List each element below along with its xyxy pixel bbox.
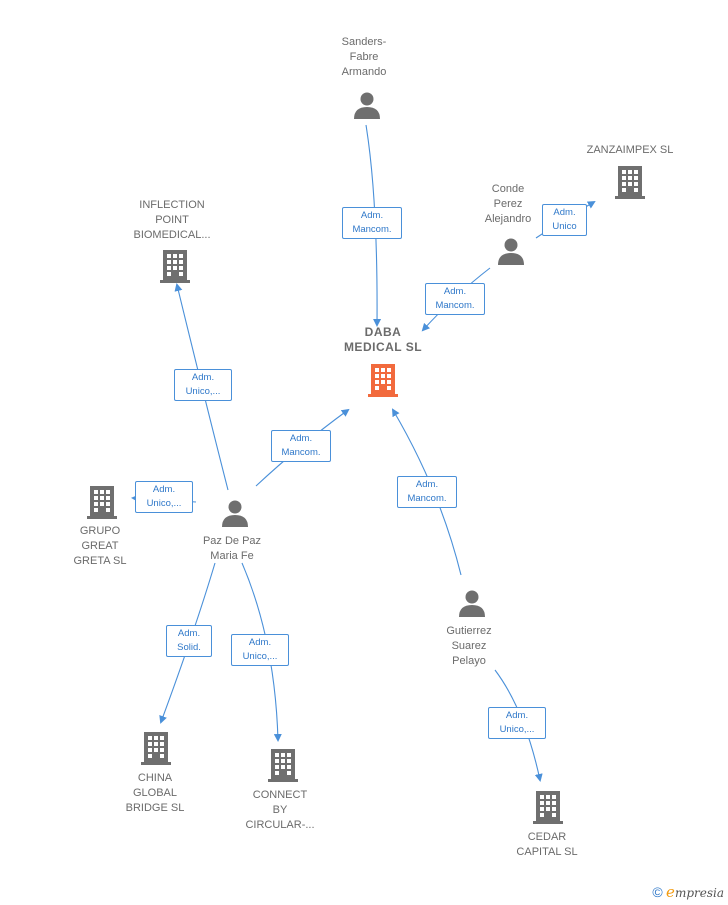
edge-label-paz-connect[interactable]: Adm. Unico,...: [231, 634, 289, 666]
node-label: INFLECTION POINT BIOMEDICAL...: [133, 199, 211, 241]
edge-label-conde-daba[interactable]: Adm. Mancom.: [425, 283, 485, 315]
node-inflection-point[interactable]: INFLECTION POINT BIOMEDICAL...: [112, 198, 232, 243]
building-icon: [615, 166, 645, 199]
person-icon: [222, 500, 248, 527]
building-icon: [160, 250, 190, 283]
edge-label-gutierrez-daba[interactable]: Adm. Mancom.: [397, 476, 457, 508]
node-grupo-great-greta[interactable]: GRUPO GREAT GRETA SL: [55, 524, 145, 569]
edge-label-paz-inflection[interactable]: Adm. Unico,...: [174, 369, 232, 401]
brand-footer: © empresia: [652, 883, 724, 901]
node-label: DABA MEDICAL SL: [343, 325, 423, 354]
node-zanzaimpex[interactable]: ZANZAIMPEX SL: [570, 143, 690, 158]
edge-label-paz-grupo[interactable]: Adm. Unico,...: [135, 481, 193, 513]
node-connect-by-circular[interactable]: CONNECT BY CIRCULAR-...: [230, 788, 330, 833]
edge-label-paz-daba[interactable]: Adm. Mancom.: [271, 430, 331, 462]
edge-label-conde-zanzaimpex[interactable]: Adm. Unico: [542, 204, 587, 236]
node-label: Sanders- Fabre Armando: [341, 36, 387, 78]
person-icon: [498, 238, 524, 265]
node-daba-medical[interactable]: DABA MEDICAL SL: [323, 325, 443, 355]
building-icon: [87, 486, 117, 519]
edge-label-sanders-daba[interactable]: Adm. Mancom.: [342, 207, 402, 239]
empresia-logo: empresia: [666, 883, 724, 901]
node-paz-de-paz-maria-fe[interactable]: Paz De Paz Maria Fe: [182, 534, 282, 564]
person-icon: [459, 590, 485, 617]
node-sanders-fabre-armando[interactable]: Sanders- Fabre Armando: [314, 35, 414, 80]
node-label: Paz De Paz Maria Fe: [202, 535, 262, 562]
building-icon: [268, 749, 298, 782]
node-cedar-capital[interactable]: CEDAR CAPITAL SL: [497, 830, 597, 860]
copyright-icon: ©: [652, 884, 663, 900]
node-china-global-bridge[interactable]: CHINA GLOBAL BRIDGE SL: [110, 771, 200, 816]
node-conde-perez-alejandro[interactable]: Conde Perez Alejandro: [463, 182, 553, 227]
node-label: CEDAR CAPITAL SL: [516, 831, 578, 858]
person-icon: [354, 92, 380, 119]
edge-label-gutierrez-cedar[interactable]: Adm. Unico,...: [488, 707, 546, 739]
building-icon: [533, 791, 563, 824]
building-icon: [141, 732, 171, 765]
building-icon-focus: [368, 364, 398, 397]
node-label: CHINA GLOBAL BRIDGE SL: [125, 772, 185, 814]
node-label: Gutierrez Suarez Pelayo: [446, 625, 492, 667]
edge-label-paz-china[interactable]: Adm. Solid.: [166, 625, 212, 657]
node-label: CONNECT BY CIRCULAR-...: [245, 789, 315, 831]
node-label: ZANZAIMPEX SL: [586, 144, 674, 156]
node-gutierrez-suarez-pelayo[interactable]: Gutierrez Suarez Pelayo: [424, 624, 514, 669]
node-label: Conde Perez Alejandro: [484, 183, 532, 225]
node-label: GRUPO GREAT GRETA SL: [73, 525, 127, 567]
